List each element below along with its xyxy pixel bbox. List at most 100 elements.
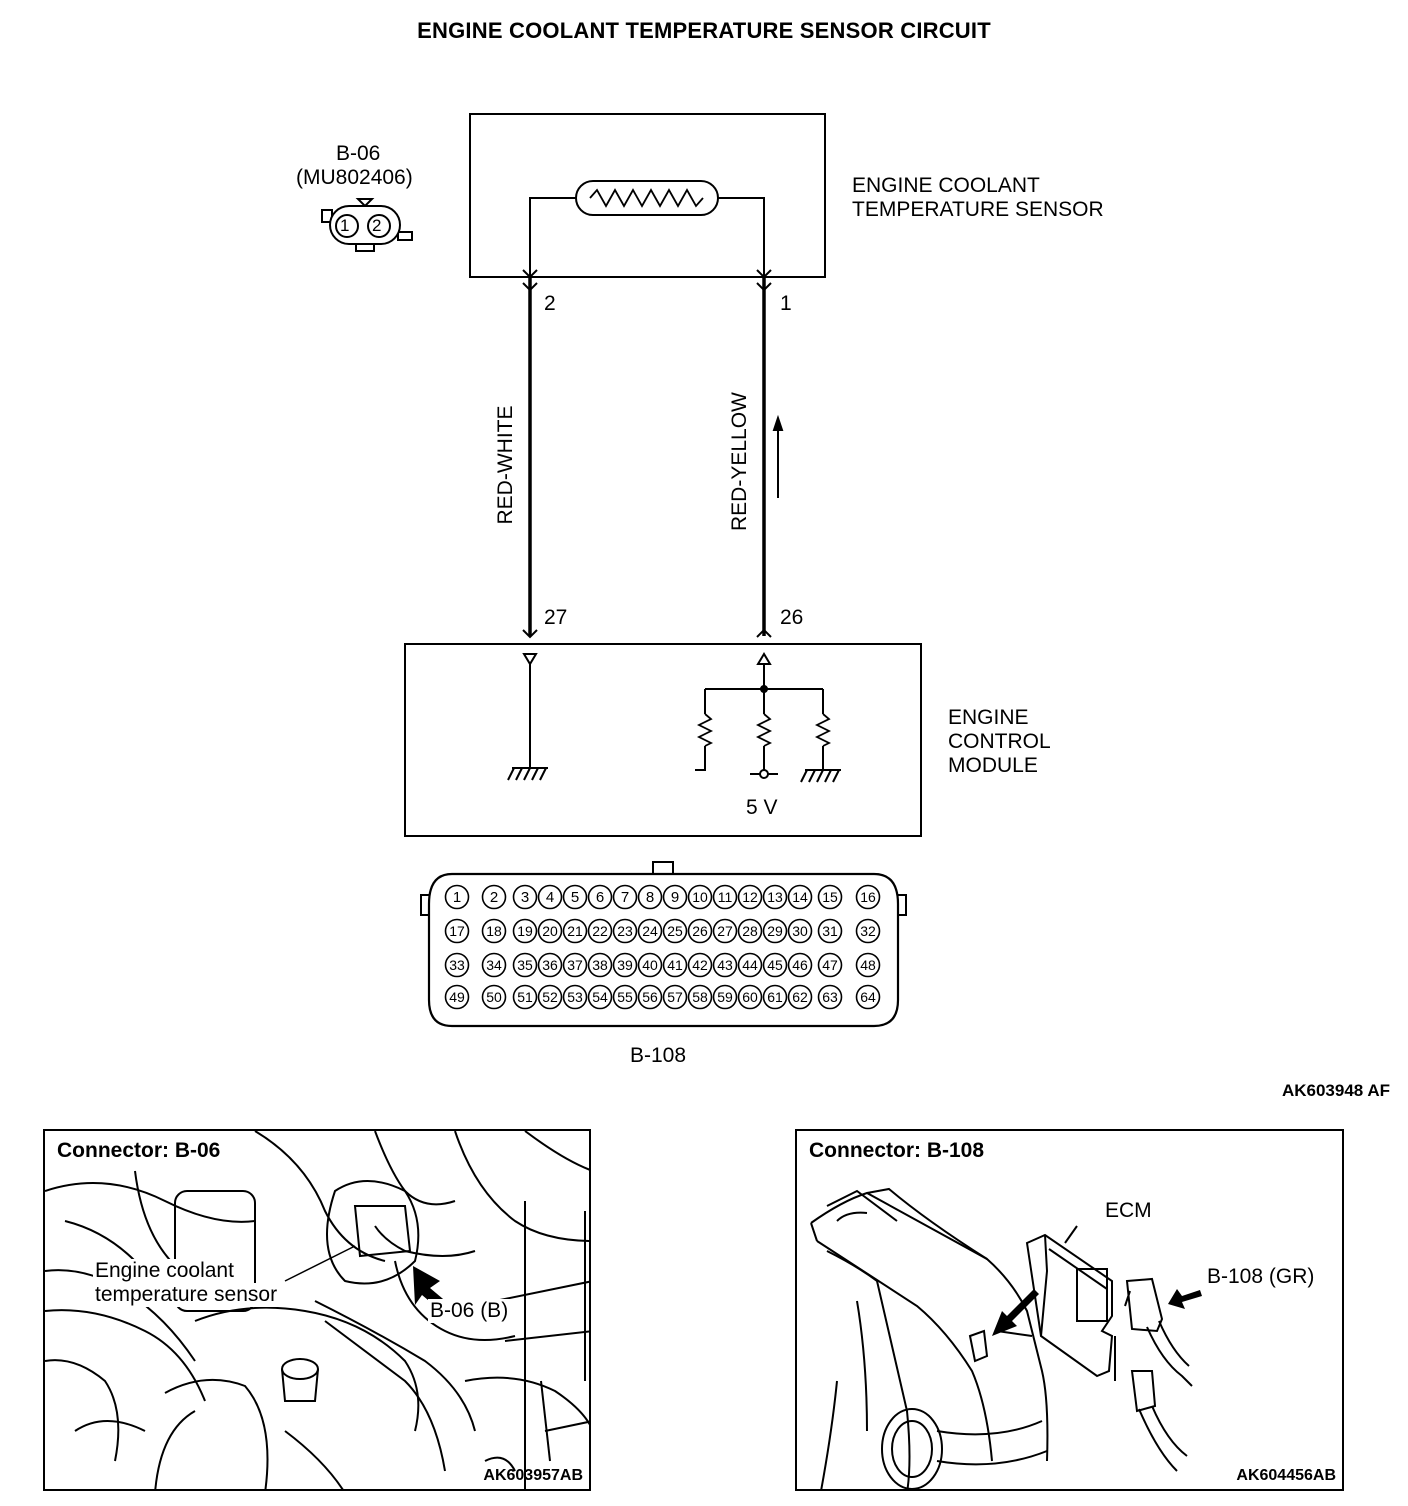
panel-title: Connector: B-06: [57, 1139, 221, 1162]
pin-circle: [481, 984, 507, 1010]
pin-number: 18: [486, 923, 502, 939]
pin-circle: [537, 918, 563, 944]
pin-circle: [687, 984, 713, 1010]
pin-number: 48: [860, 957, 876, 973]
pin-circle: [444, 918, 470, 944]
pin-number: 56: [642, 989, 658, 1005]
pin-circle: [481, 918, 507, 944]
pin-number: 42: [692, 957, 708, 973]
ecm-label-line1: ENGINE: [948, 706, 1029, 729]
pin-number: 45: [767, 957, 783, 973]
pin-number: 60: [742, 989, 758, 1005]
sensor-connector-part-number: (MU802406): [296, 166, 413, 189]
pin-circle: [737, 918, 763, 944]
pin-circle: [787, 884, 813, 910]
pin-circle: [537, 884, 563, 910]
ecm-box: [404, 643, 922, 837]
pin-circle: [637, 884, 663, 910]
callout-line2: temperature sensor: [93, 1283, 280, 1307]
pin-number: 33: [449, 957, 465, 973]
pin-number: 11: [718, 889, 733, 905]
ecm-connector-id: B-108: [630, 1044, 687, 1067]
pin-number: 38: [592, 957, 608, 973]
connector-pin-label: 1: [340, 216, 350, 235]
panel-reference: AK604456AB: [1236, 1467, 1336, 1484]
diagram-title: ENGINE COOLANT TEMPERATURE SENSOR CIRCUI…: [417, 18, 991, 43]
pin-circle: [687, 884, 713, 910]
pin-number: 63: [822, 989, 838, 1005]
pin-circle: [855, 918, 881, 944]
pin-circle: [662, 884, 688, 910]
pin-number: 1: [453, 889, 461, 906]
pin-number: 24: [642, 923, 658, 939]
pin-number: 54: [592, 989, 608, 1005]
pin-circle: [612, 884, 638, 910]
pin-number: 57: [667, 989, 683, 1005]
pin-number: 61: [767, 989, 783, 1005]
sensor-connector-id: B-06: [336, 142, 381, 165]
pin-circle: [712, 984, 738, 1010]
pin-number: 22: [592, 923, 608, 939]
ecm-callout-label: ECM: [1105, 1199, 1152, 1222]
pin-number: 27: [717, 923, 733, 939]
pin-circle: [637, 984, 663, 1010]
pin-number: 39: [617, 957, 633, 973]
pin-circle: [762, 952, 788, 978]
pin-number: 47: [822, 957, 838, 973]
pin-circle: [444, 952, 470, 978]
pin-number: 30: [792, 923, 808, 939]
pin-number: 20: [542, 923, 558, 939]
pin-number: 31: [822, 923, 838, 939]
pin-circle: [855, 884, 881, 910]
pin-number: 46: [792, 957, 808, 973]
pin-number: 14: [792, 889, 808, 905]
pin-number: 29: [767, 923, 783, 939]
pin-circle: [587, 918, 613, 944]
pin-circle: [444, 984, 470, 1010]
pin-number: 15: [822, 889, 838, 905]
ecm-voltage-label: 5 V: [746, 796, 778, 819]
pointer-arrow: [992, 1289, 1039, 1336]
sensor-box: [469, 113, 826, 278]
wire-color-red-yellow: RED-YELLOW: [728, 392, 751, 531]
pin-circle: [512, 884, 538, 910]
pin-number: 59: [717, 989, 733, 1005]
pin-circle: [612, 918, 638, 944]
ecm-label-line3: MODULE: [948, 754, 1038, 777]
pin-circle: [512, 984, 538, 1010]
sensor-pin-1: 1: [780, 292, 792, 315]
vehicle-ecm-illustration: [810, 1187, 1202, 1489]
pin-circle: [562, 952, 588, 978]
connector-label: B-108 (GR): [1207, 1265, 1315, 1288]
pin-circle: [537, 952, 563, 978]
pin-circle: [737, 884, 763, 910]
pin-number: 34: [486, 957, 502, 973]
pin-number: 52: [542, 989, 558, 1005]
pin-number: 3: [521, 889, 529, 906]
panel-reference: AK603957AB: [483, 1467, 583, 1484]
pin-circle: [855, 984, 881, 1010]
pin-number: 17: [449, 923, 465, 939]
sensor-label-line1: ENGINE COOLANT: [852, 174, 1040, 197]
connector-b108-photo-panel: Connector: B-108 ECM B-108 (GR) AK604456…: [795, 1129, 1344, 1491]
pin-number: 8: [646, 889, 654, 906]
pin-circle: [587, 884, 613, 910]
pin-number: 55: [617, 989, 633, 1005]
pin-number: 7: [621, 889, 629, 906]
pin-circle: [787, 984, 813, 1010]
pin-number: 25: [667, 923, 683, 939]
pin-number: 6: [596, 889, 604, 906]
pin-number: 16: [860, 889, 876, 905]
wire-color-red-white: RED-WHITE: [494, 405, 517, 525]
pin-circle: [562, 984, 588, 1010]
pin-circle: [737, 984, 763, 1010]
pin-number: 62: [792, 989, 808, 1005]
pin-circle: [537, 984, 563, 1010]
pin-circle: [481, 884, 507, 910]
pin-circle: [512, 918, 538, 944]
pin-circle: [817, 884, 843, 910]
pin-circle: [787, 952, 813, 978]
pin-number: 19: [517, 923, 533, 939]
connector-label: B-06 (B): [428, 1299, 511, 1323]
